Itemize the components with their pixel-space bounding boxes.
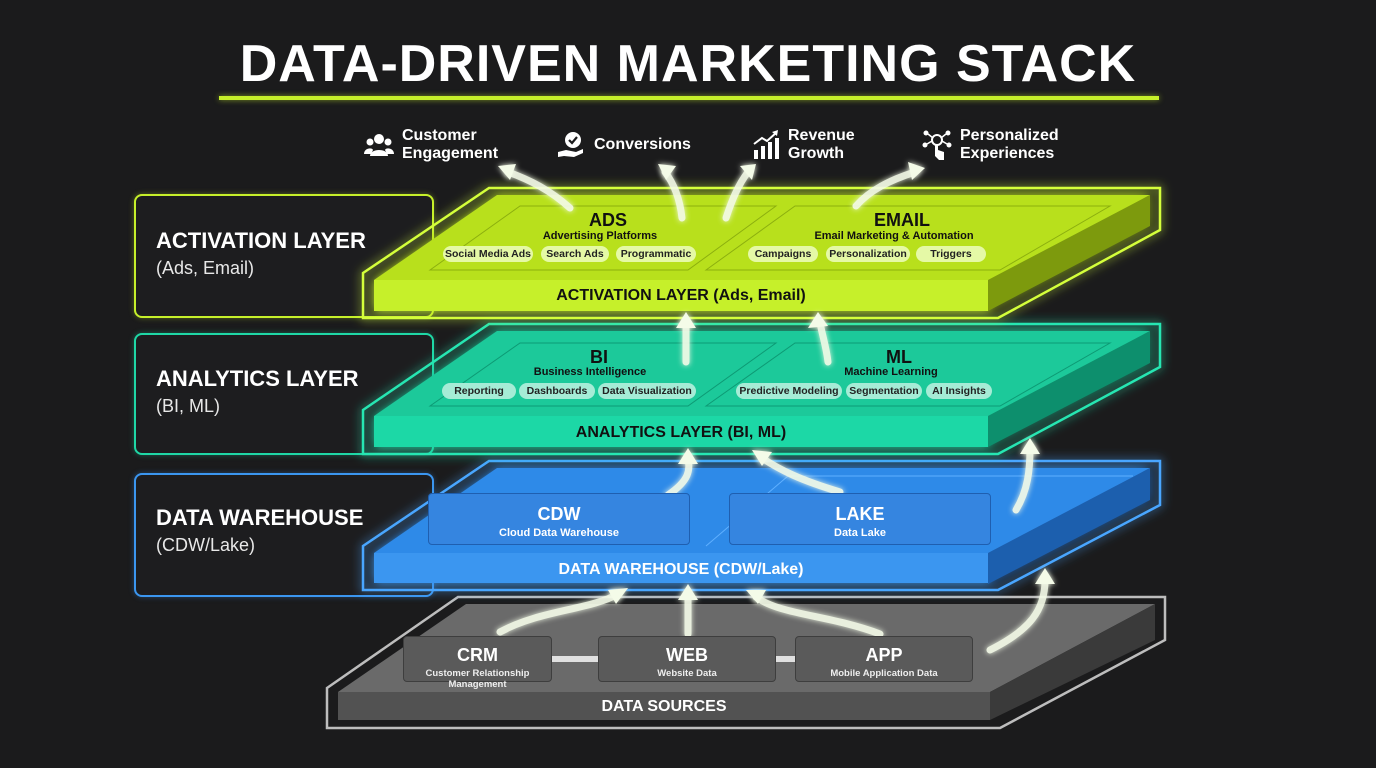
bi-title: BI	[590, 347, 608, 367]
bi-subtitle: Business Intelligence	[533, 366, 647, 378]
web-box: WEB Website Data	[598, 636, 776, 682]
email-subtitle: Email Marketing & Automation	[814, 230, 974, 242]
web-title: WEB	[666, 645, 708, 665]
outcome-label: Personalized Experiences	[960, 127, 1059, 162]
cdw-title: CDW	[537, 504, 581, 524]
tag-triggers: Triggers	[916, 246, 986, 262]
side-sub-warehouse: (CDW/Lake)	[156, 535, 256, 555]
arrow-heads	[498, 162, 1055, 604]
side-title-activation: ACTIVATION LAYER	[156, 228, 366, 253]
lake-box: LAKE Data Lake	[729, 493, 991, 545]
app-subtitle: Mobile Application Data	[830, 668, 938, 679]
ads-title: ADS	[588, 210, 627, 230]
growth-chart-icon	[753, 130, 779, 159]
outcome-customer-engagement: Customer Engagement	[364, 127, 498, 163]
tag-personalization: Personalization	[826, 246, 910, 262]
tag-programmatic: Programmatic	[616, 246, 696, 262]
side-sub-analytics: (BI, ML)	[156, 396, 221, 416]
web-subtitle: Website Data	[657, 668, 717, 679]
check-hand-icon	[558, 132, 583, 157]
tag-predictive-modeling: Predictive Modeling	[736, 383, 842, 399]
crm-subtitle: Customer Relationship Management	[425, 668, 530, 690]
tag-reporting: Reporting	[442, 383, 516, 399]
app-box: APP Mobile Application Data	[795, 636, 973, 682]
side-title-analytics: ANALYTICS LAYER	[156, 366, 359, 391]
users-icon	[364, 134, 394, 156]
app-title: APP	[865, 645, 903, 665]
tag-data-visualization: Data Visualization	[598, 383, 696, 399]
analytics-layer-label: ANALYTICS LAYER (BI, ML)	[575, 424, 787, 441]
side-sub-activation: (Ads, Email)	[156, 258, 255, 278]
title-underline	[219, 96, 1159, 100]
cdw-subtitle: Cloud Data Warehouse	[499, 527, 619, 539]
lake-subtitle: Data Lake	[834, 527, 886, 539]
crm-box: CRM Customer Relationship Management	[403, 636, 552, 690]
ml-title: ML	[886, 347, 912, 367]
sources-layer-label: DATA SOURCES	[601, 698, 727, 715]
activation-layer-label: ACTIVATION LAYER (Ads, Email)	[556, 287, 806, 304]
outcome-personalized-experiences: Personalized Experiences	[922, 127, 1059, 163]
flow-arrows	[496, 168, 1049, 654]
personalize-touch-icon	[922, 130, 952, 160]
outcome-revenue-growth: Revenue Growth	[752, 127, 855, 163]
ml-subtitle: Machine Learning	[844, 366, 938, 378]
side-title-warehouse: DATA WAREHOUSE	[156, 505, 364, 530]
tag-campaigns: Campaigns	[748, 246, 818, 262]
email-title: EMAIL	[874, 210, 930, 230]
warehouse-layer-label: DATA WAREHOUSE (CDW/Lake)	[558, 561, 804, 578]
ads-subtitle: Advertising Platforms	[542, 230, 658, 242]
outcome-label: Revenue Growth	[788, 127, 855, 162]
tag-dashboards: Dashboards	[519, 383, 595, 399]
crm-title: CRM	[457, 645, 498, 665]
outcome-label: Conversions	[594, 136, 691, 153]
page-title: DATA-DRIVEN MARKETING STACK	[239, 35, 1137, 93]
cdw-box: CDW Cloud Data Warehouse	[428, 493, 690, 545]
tag-segmentation: Segmentation	[846, 383, 922, 399]
lake-title: LAKE	[835, 504, 885, 524]
tag-social-media-ads: Social Media Ads	[443, 246, 533, 262]
tag-ai-insights: AI Insights	[926, 383, 992, 399]
tag-search-ads: Search Ads	[541, 246, 609, 262]
outcome-label: Customer Engagement	[402, 127, 499, 162]
outcome-conversions: Conversions	[556, 130, 691, 160]
